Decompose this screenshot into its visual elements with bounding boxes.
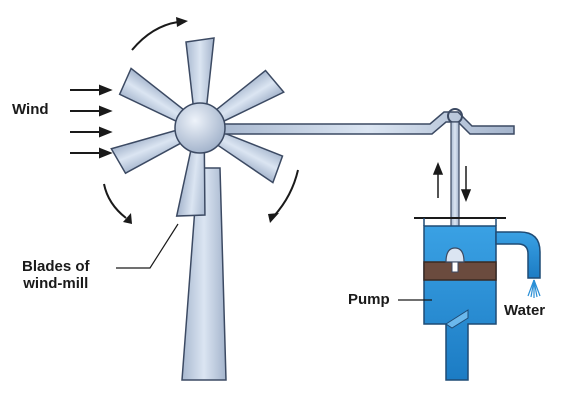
wind-label: Wind: [12, 101, 49, 118]
blades-label: Blades of wind-mill: [22, 258, 90, 292]
piston-valve: [445, 247, 465, 263]
up-down-arrows: [432, 161, 472, 203]
windmill-tower: [181, 167, 227, 381]
water-spray: [527, 279, 541, 298]
wind-arrows: [70, 84, 113, 159]
rotation-arrowheads: [123, 17, 279, 224]
leader-lines: [116, 223, 432, 301]
rotation-arrows: [103, 21, 299, 219]
pump-body: [414, 217, 506, 381]
water-outlet-spout: [495, 231, 541, 279]
crank-shaft: [221, 111, 515, 135]
pump-rod: [450, 121, 460, 241]
rotor-hub: [174, 102, 226, 154]
pump-label: Pump: [348, 291, 390, 308]
pump-piston: [423, 261, 497, 281]
blades-label-line2: wind-mill: [23, 275, 89, 292]
blades-label-line1: Blades of: [22, 258, 90, 275]
water-label: Water: [504, 302, 546, 319]
blade-1: [185, 37, 215, 113]
